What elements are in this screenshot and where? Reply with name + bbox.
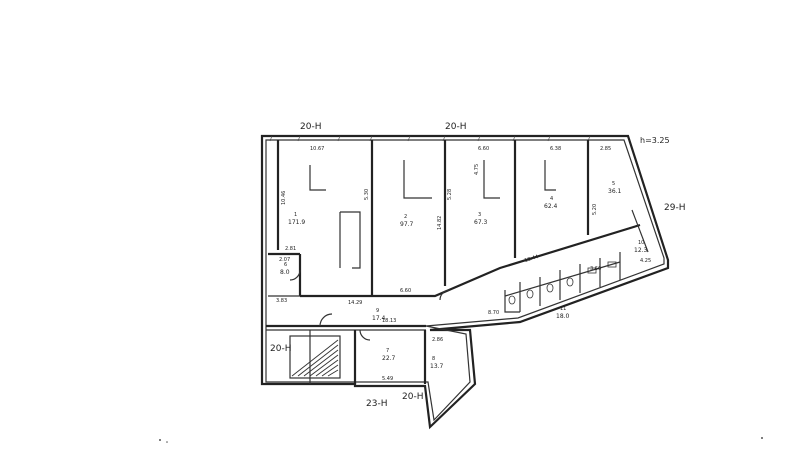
room-1-area: 171.9: [288, 219, 305, 226]
dim-room-w3: 3.83: [276, 298, 287, 304]
room-3-number: 3: [478, 212, 481, 218]
room-9-number: 9: [376, 308, 379, 314]
dim-top-2: 6.60: [478, 146, 489, 152]
dim-diag-1: 18.44: [524, 254, 539, 264]
dim-right-2: 4.25: [640, 258, 651, 264]
axis-mark-top-center: 20-Н: [445, 122, 466, 132]
room-6-number: 6: [284, 262, 287, 268]
room-8-area: 13.7: [430, 363, 444, 370]
room-10-area: 12.3: [634, 247, 648, 254]
room-10-number: 10: [638, 240, 644, 246]
dim-right-1: 5.20: [592, 204, 598, 215]
dim-room-w2: 2.07: [279, 257, 290, 263]
dim-room-w1: 2.81: [285, 246, 296, 252]
sanitary-fixtures: [508, 261, 617, 305]
staircase: [289, 335, 341, 379]
dim-mid-3: 5.28: [447, 189, 453, 200]
room-11-area: 18.0: [556, 313, 570, 320]
room-1-number: 1: [294, 212, 297, 218]
room-3-area: 67.3: [474, 219, 488, 226]
room-2-area: 97.7: [400, 221, 414, 228]
axis-mark-bottom-center: 20-Н: [402, 392, 423, 402]
dim-lower-1: 5.49: [382, 376, 393, 382]
room-5-area: 36.1: [608, 188, 622, 195]
dim-top-1: 10.67: [310, 146, 324, 152]
room-6-area: 8.0: [280, 269, 290, 276]
axis-mark-right: 29-Н: [664, 203, 685, 213]
dim-inner-2: 6.60: [400, 288, 411, 294]
dim-mid-2: 14.82: [437, 216, 443, 230]
room-4-area: 62.4: [544, 203, 558, 210]
scan-specks: [159, 437, 763, 443]
dim-lower-2: 2.86: [432, 337, 443, 343]
wall-hatching: [269, 135, 591, 142]
room-4-number: 4: [550, 196, 553, 202]
dim-corridor: 18.13: [382, 318, 396, 324]
dim-mid-4: 4.75: [474, 164, 480, 175]
outer-wall: [260, 134, 670, 430]
door-swings: [289, 269, 451, 341]
room-2-number: 2: [404, 214, 407, 220]
dim-left-height: 10.46: [281, 191, 287, 205]
room-11-number: 11: [560, 306, 566, 312]
dimension-labels: 10.67 6.60 6.38 2.85 10.46 5.30 14.82 5.…: [276, 146, 651, 382]
axis-mark-bottom-left: 23-Н: [366, 399, 387, 409]
dim-diag-2: 8.70: [488, 310, 499, 316]
height-mark: h=3.25: [640, 136, 670, 145]
dim-inner-1: 14.29: [348, 300, 362, 306]
dim-right-3: 3.66: [590, 266, 601, 272]
dim-top-3: 6.38: [550, 146, 561, 152]
room-7-area: 22.7: [382, 355, 396, 362]
room-7-number: 7: [386, 348, 389, 354]
dim-top-4: 2.85: [600, 146, 611, 152]
room-5-number: 5: [612, 181, 615, 187]
room-8-number: 8: [432, 356, 435, 362]
dim-mid-1: 5.30: [364, 189, 370, 200]
room-9-area: 17.4: [372, 315, 386, 322]
partitions: [266, 140, 649, 384]
axis-mark-left-lower: 20-Н: [270, 344, 291, 354]
axis-mark-top-left: 20-Н: [300, 122, 321, 132]
